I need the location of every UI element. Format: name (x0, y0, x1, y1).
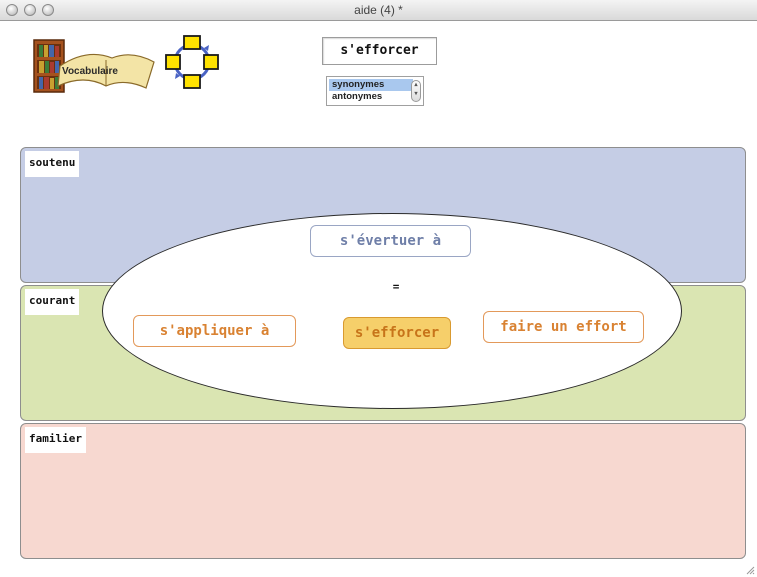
window-title: aide (4) * (354, 3, 403, 17)
cycle-arrows-icon[interactable] (164, 34, 220, 90)
minimize-window-button[interactable] (24, 4, 36, 16)
close-window-button[interactable] (6, 4, 18, 16)
bookshelf-vocabulary-icon[interactable]: Vocabulaire (32, 36, 156, 94)
window-titlebar: aide (4) * (0, 0, 757, 21)
zoom-window-button[interactable] (42, 4, 54, 16)
search-word-field[interactable]: s'efforcer (322, 37, 437, 65)
relation-option-synonymes[interactable]: synonymes (329, 79, 413, 91)
word-box-courant-right[interactable]: faire un effort (483, 311, 644, 343)
word-box-current-word[interactable]: s'efforcer (343, 317, 451, 349)
band-label-courant: courant (25, 289, 80, 315)
word-box-courant-left[interactable]: s'appliquer à (133, 315, 296, 347)
word-box-soutenu[interactable]: s'évertuer à (310, 225, 471, 257)
relation-option-antonymes[interactable]: antonymes (332, 91, 383, 102)
band-label-soutenu: soutenu (25, 151, 80, 177)
band-familier: familier (20, 423, 746, 559)
vocab-icon-label: Vocabulaire (62, 66, 118, 77)
relation-symbol: = (392, 280, 400, 293)
relation-type-list[interactable]: synonymes antonymes ▴▾ (326, 76, 424, 106)
resize-grip-icon[interactable] (745, 565, 755, 575)
stepper-arrows-icon[interactable]: ▴▾ (411, 80, 421, 102)
band-label-familier: familier (25, 427, 86, 453)
